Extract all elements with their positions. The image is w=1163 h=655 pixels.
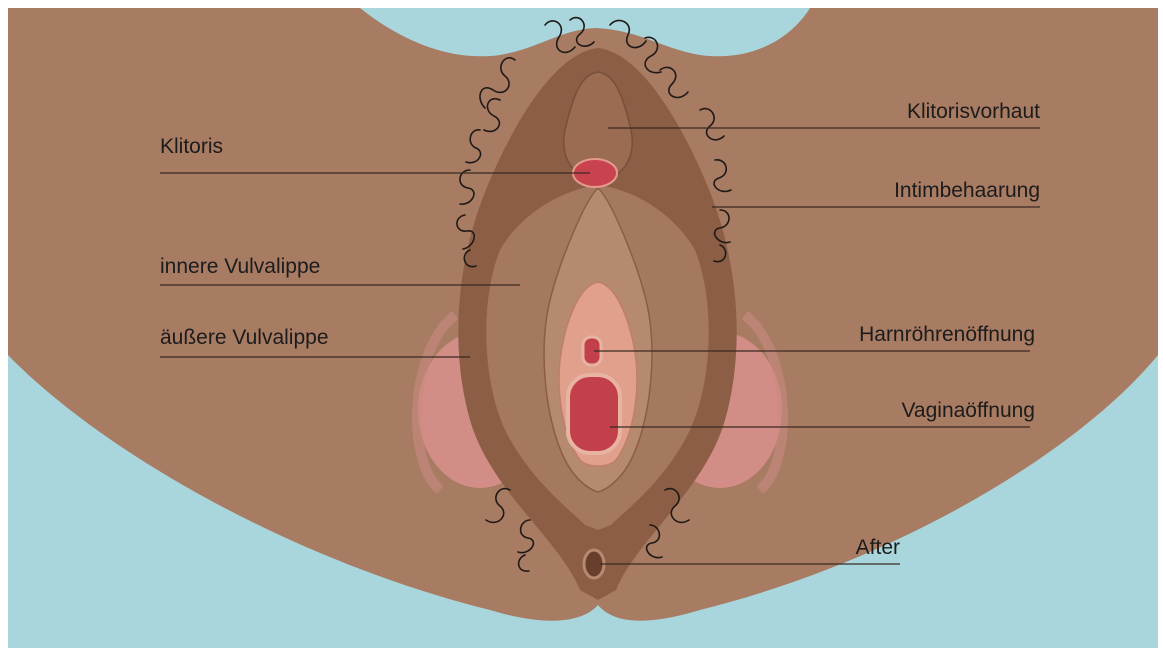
vaginal-opening-shape [568, 375, 620, 453]
label-outer-lip: äußere Vulvalippe [160, 326, 329, 349]
label-clitoral-hood: Klitorisvorhaut [907, 100, 1040, 123]
label-urethral-opening: Harnröhrenöffnung [859, 323, 1035, 346]
label-vaginal-opening: Vaginaöffnung [901, 399, 1035, 422]
label-anus: After [856, 536, 900, 559]
label-clitoris: Klitoris [160, 135, 223, 158]
label-pubic-hair: Intimbehaarung [894, 179, 1040, 202]
label-inner-lip: innere Vulvalippe [160, 255, 320, 278]
